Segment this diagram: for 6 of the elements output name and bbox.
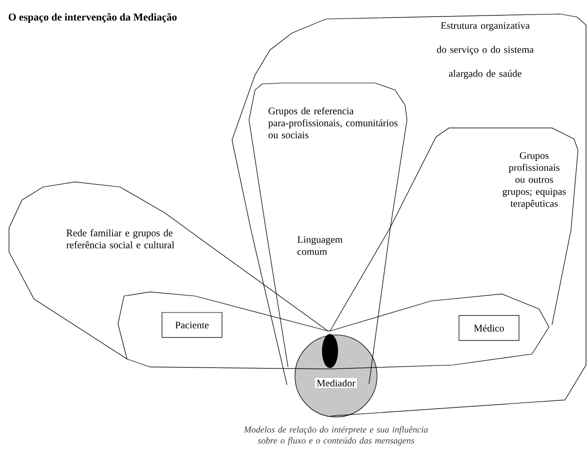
region-label: Linguagem comum (297, 236, 343, 255)
label-box: Médico (458, 315, 520, 341)
title: O espaço de intervenção da Mediação (8, 13, 177, 23)
caption: Modelos de relação do intérprete e sua influência sobre o fluxo e o conteúdo das mensagens (244, 426, 428, 446)
label-box: Paciente (162, 312, 222, 338)
band-outline (118, 292, 550, 370)
